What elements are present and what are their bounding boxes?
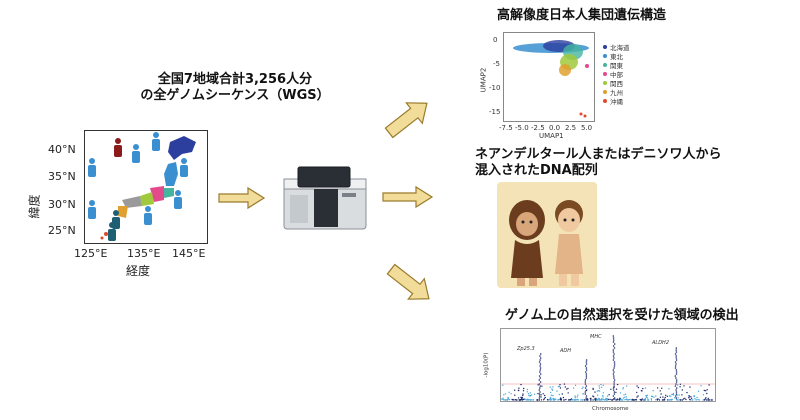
japan-map-figure: 緯度 40°N 35°N 30°N 25°N [28, 120, 210, 280]
gene-label: ALDH2 [652, 340, 669, 346]
arrow-to-manhattan [386, 263, 430, 300]
arrow-to-umap [384, 102, 428, 139]
kanto-region [164, 188, 174, 198]
hokkaido-region [168, 136, 196, 160]
chubu-region [150, 186, 164, 202]
umap-legend-item: 沖縄 [603, 96, 630, 106]
umap-x-tick: 5.0 [581, 124, 593, 132]
umap-legend-item: 東北 [603, 51, 630, 61]
person-icons [88, 132, 188, 225]
tohoku-region [164, 162, 178, 186]
legend-label: 東北 [610, 52, 623, 61]
okinawa-region [104, 232, 108, 236]
umap-figure: UMAP2 0 -5 -10 -15 -7.5 -5.0 -2.5 0.0 2.… [475, 28, 635, 140]
umap-x-tick: 0.0 [549, 124, 561, 132]
legend-dot [603, 62, 607, 67]
legend-dot [603, 44, 607, 49]
kyushu-region [118, 206, 128, 218]
manhattan-plot-area [500, 328, 716, 402]
umap-y-tick: -5 [493, 60, 500, 68]
umap-legend-item: 北海道 [603, 42, 630, 52]
legend-label: 中部 [610, 70, 623, 79]
legend-label: 関西 [610, 79, 623, 88]
legend-dot [603, 80, 607, 85]
legend-dot [603, 98, 607, 103]
archaic-human-illustration [497, 182, 597, 288]
map-y-tick: 25°N [48, 224, 76, 237]
map-y-tick: 40°N [48, 143, 76, 156]
umap-legend-item: 関東 [603, 60, 630, 70]
map-plot-area [84, 130, 208, 244]
sapiens-figure [555, 200, 583, 286]
umap-plot-area [503, 32, 595, 122]
sequencing-title: 全国7地域合計3,256人分 の全ゲノムシーケンス（WGS） [120, 72, 350, 104]
archaic-title-line1: ネアンデルタール人またはデニソワ人から [475, 147, 722, 162]
legend-label: 北海道 [610, 43, 630, 52]
arrow-to-sequencer [218, 186, 266, 210]
map-y-tick: 30°N [48, 198, 76, 211]
umap-legend-item: 中部 [603, 69, 630, 79]
neanderthal-figure [509, 200, 545, 286]
umap-title: 高解像度日本人集団遺伝構造 [497, 8, 667, 23]
map-y-tick: 35°N [48, 170, 76, 183]
map-x-label: 経度 [126, 264, 151, 278]
manhattan-x-label: Chromosome [592, 406, 629, 412]
umap-legend: 北海道東北関東中部関西九州沖縄 [603, 42, 630, 106]
umap-legend-item: 関西 [603, 78, 630, 88]
map-y-label: 緯度 [27, 194, 42, 219]
sequencer-icon [283, 166, 367, 230]
kansai-region [140, 192, 154, 206]
legend-label: 沖縄 [610, 97, 623, 106]
manhattan-y-label: -log10(P) [483, 352, 490, 378]
umap-y-tick: -15 [489, 108, 501, 116]
arrow-to-archaic [382, 185, 434, 209]
umap-legend-item: 九州 [603, 87, 630, 97]
umap-y-tick: -10 [489, 84, 501, 92]
gene-label: ADH [560, 348, 572, 354]
umap-y-tick: 0 [493, 36, 498, 44]
gene-label: MHC [590, 334, 602, 340]
map-x-tick: 125°E [74, 247, 108, 260]
legend-dot [603, 71, 607, 76]
umap-x-tick: -5.0 [515, 124, 529, 132]
legend-dot [603, 53, 607, 58]
archaic-title: ネアンデルタール人またはデニソワ人から 混入されたDNA配列 [475, 147, 775, 179]
chugoku-region [122, 196, 142, 208]
gene-label: Zp25.3 [517, 346, 535, 352]
sequencing-title-line2: の全ゲノムシーケンス（WGS） [140, 88, 330, 103]
manhattan-title: ゲノム上の自然選択を受けた領域の検出 [505, 308, 739, 323]
manhattan-points [501, 335, 713, 401]
legend-dot [603, 89, 607, 94]
legend-label: 九州 [610, 88, 623, 97]
umap-x-tick: -2.5 [531, 124, 545, 132]
map-x-tick: 135°E [127, 247, 161, 260]
map-x-tick: 145°E [172, 247, 206, 260]
umap-y-label: UMAP2 [479, 67, 488, 93]
archaic-title-line2: 混入されたDNA配列 [475, 163, 598, 178]
umap-x-label: UMAP1 [539, 132, 564, 140]
umap-x-tick: 2.5 [565, 124, 577, 132]
legend-label: 関東 [610, 61, 623, 70]
manhattan-figure: -log10(P) Zp25.3 ADH MHC ALDH2 Chromosom… [480, 326, 720, 418]
sequencing-title-line1: 全国7地域合計3,256人分 [157, 72, 313, 87]
umap-x-tick: -7.5 [499, 124, 513, 132]
